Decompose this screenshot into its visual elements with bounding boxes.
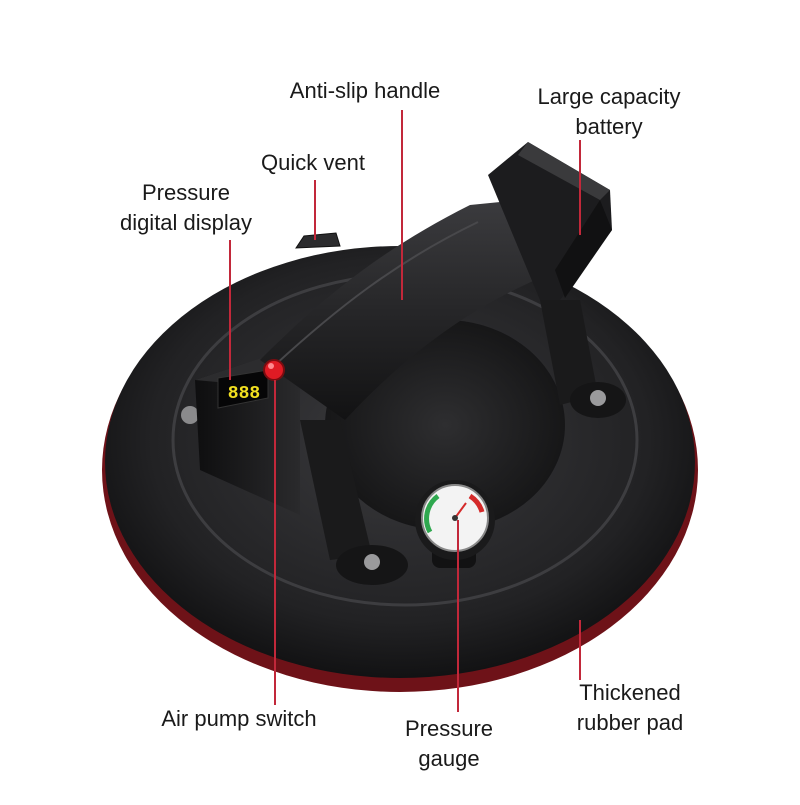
label-anti-slip-handle: Anti-slip handle <box>270 76 460 106</box>
label-rubber-pad-line1: Thickened <box>579 680 681 705</box>
label-battery-line1: Large capacity <box>537 84 681 109</box>
label-quick-vent: Quick vent <box>246 148 380 178</box>
handle-highlight <box>274 221 479 366</box>
label-digital-display-line2: digital display <box>119 210 253 235</box>
label-anti-slip-handle-text: Anti-slip handle <box>289 78 441 103</box>
air-pump-switch-button[interactable] <box>263 359 285 381</box>
label-air-pump-switch-text: Air pump switch <box>161 706 317 731</box>
label-battery: Large capacity battery <box>520 82 698 142</box>
label-pressure-gauge: Pressure gauge <box>392 714 506 774</box>
quick-vent-tab <box>295 232 341 249</box>
label-pressure-gauge-line2: gauge <box>418 746 480 771</box>
switch-highlight <box>268 363 274 369</box>
label-air-pump-switch: Air pump switch <box>144 704 334 734</box>
anti-slip-handle <box>260 200 560 420</box>
label-rubber-pad-line2: rubber pad <box>576 710 684 735</box>
label-pressure-gauge-line1: Pressure <box>404 716 494 741</box>
label-quick-vent-text: Quick vent <box>261 150 365 175</box>
handle-supports <box>181 300 626 585</box>
label-digital-display: Pressure digital display <box>104 178 268 238</box>
pressure-gauge <box>415 480 495 568</box>
label-battery-line2: battery <box>575 114 643 139</box>
display-reading: 888 <box>228 384 260 404</box>
label-rubber-pad: Thickened rubber pad <box>560 678 700 738</box>
leader-lines <box>229 110 581 712</box>
label-digital-display-line1: Pressure <box>141 180 231 205</box>
